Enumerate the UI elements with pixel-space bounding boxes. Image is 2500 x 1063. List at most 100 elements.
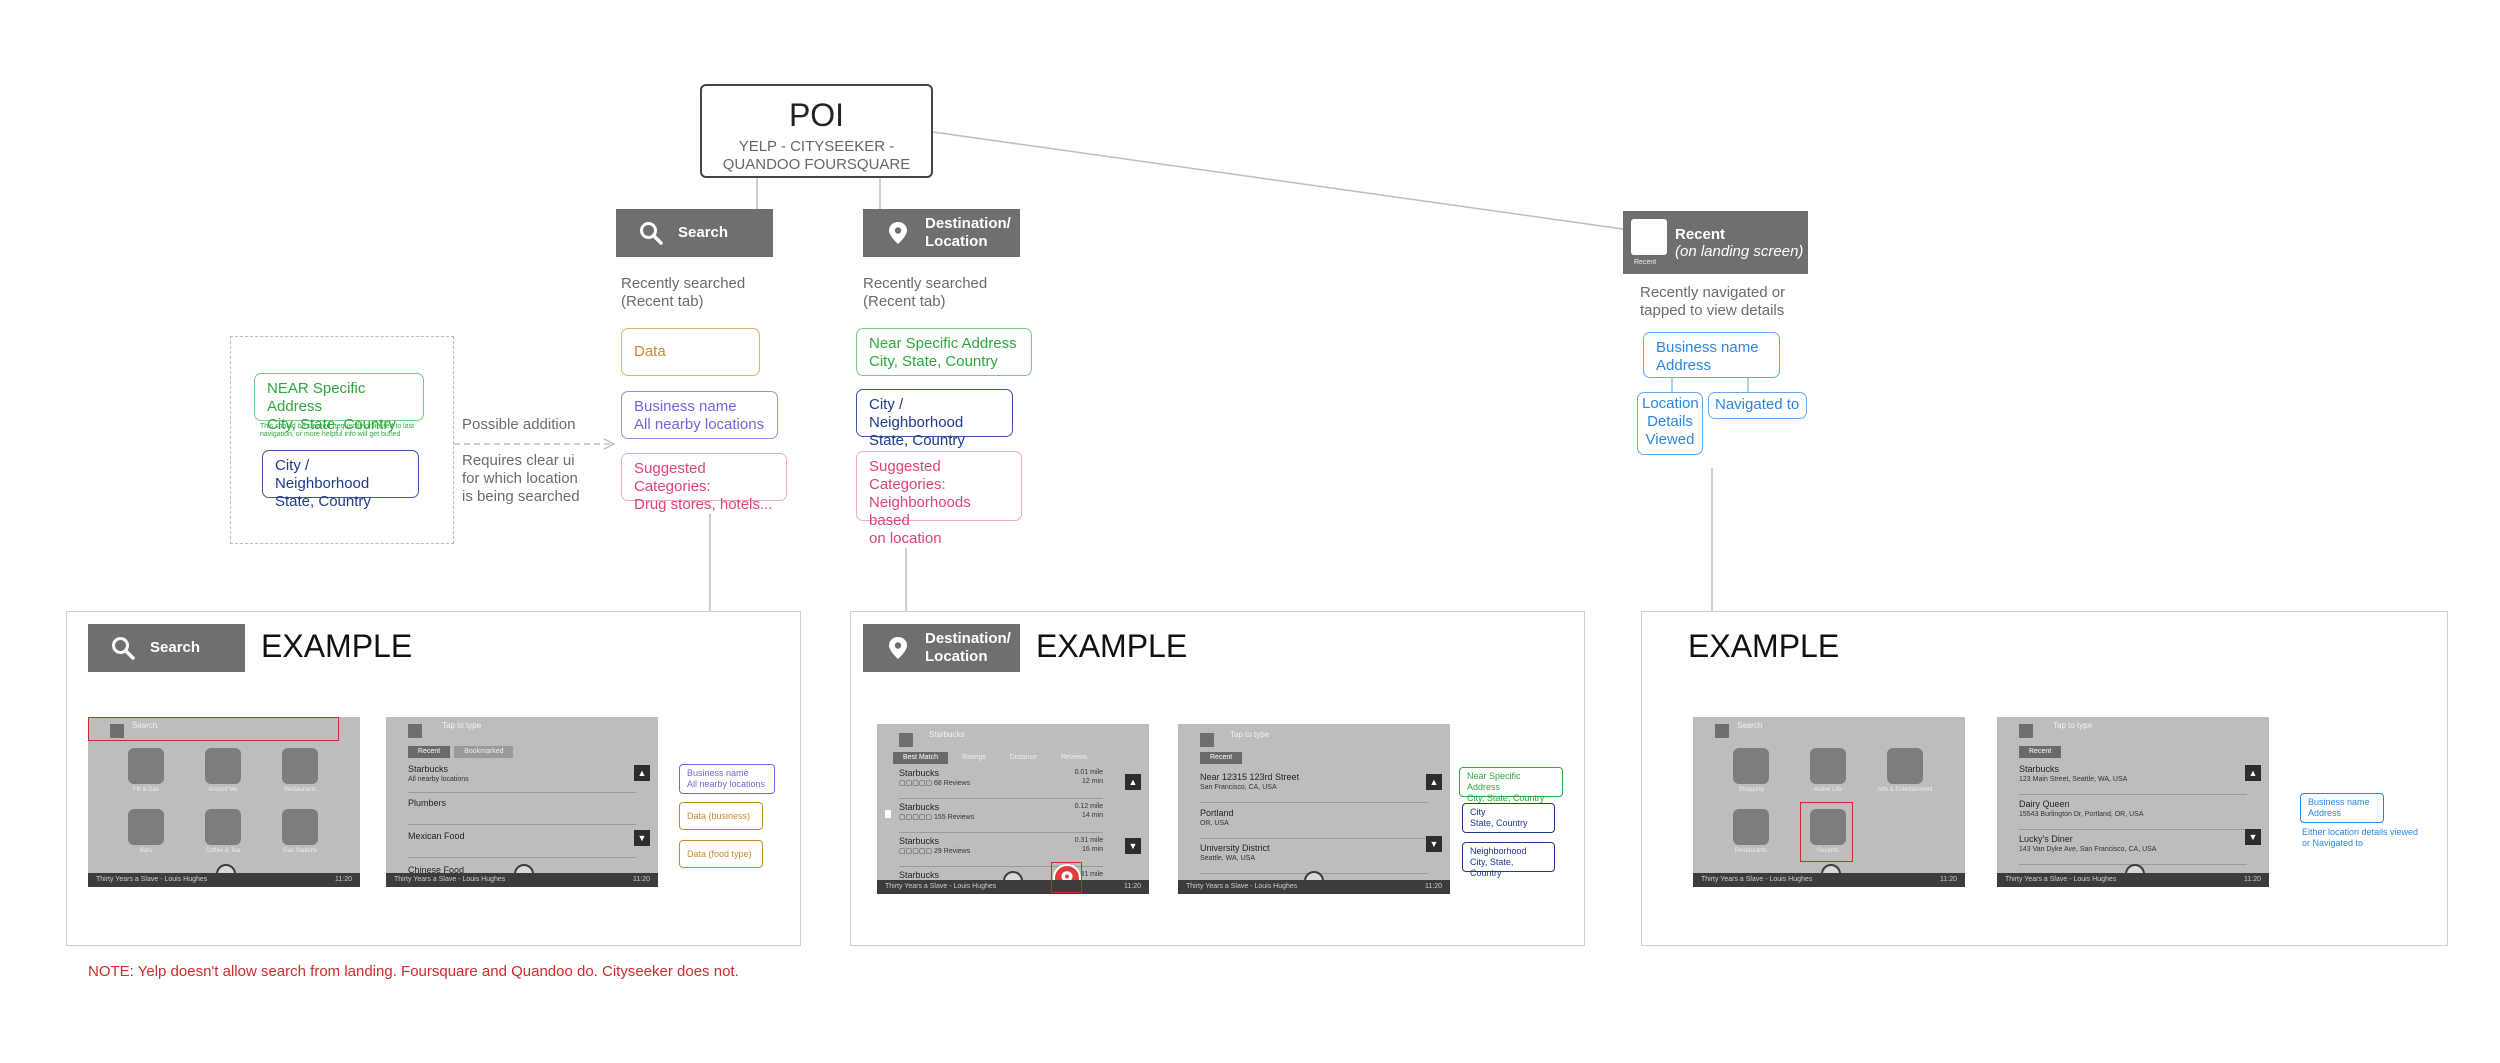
tab-recent[interactable]: Recent (2019, 746, 2062, 758)
tab-ratings[interactable]: Ratings (962, 754, 986, 761)
list-item[interactable]: Dairy Queen 15543 Burlington Dr, Portlan… (2019, 799, 2247, 830)
search-highlight-box (88, 717, 339, 741)
list-item[interactable]: Near 12315 123rd Street San Francisco, C… (1200, 772, 1428, 803)
menu-square-icon[interactable] (1200, 733, 1214, 747)
list-item-title: Mexican Food (408, 831, 465, 841)
list-item-title: Lucky's Diner (2019, 834, 2073, 844)
list-item-sub: 155 Reviews (934, 814, 975, 821)
recent-note: Recently navigated or tapped to view det… (1640, 284, 1786, 319)
search-tag-data: Data (621, 328, 760, 376)
screen-tap-to-type[interactable]: Tap to type (1230, 730, 1270, 739)
scroll-up-icon[interactable]: ▲ (1125, 774, 1141, 790)
screen-search-query[interactable]: Starbucks (929, 730, 965, 739)
tab-distance[interactable]: Distance (1009, 754, 1037, 761)
menu-square-icon[interactable] (110, 724, 124, 738)
scroll-down-icon[interactable]: ▼ (1426, 836, 1442, 852)
grid-icon[interactable] (282, 809, 318, 845)
scroll-up-icon[interactable]: ▲ (1426, 774, 1442, 790)
screen-search-recent: Tap to type Recent Bookmarked Starbucks … (386, 717, 658, 887)
list-item[interactable]: University District Seattle, WA, USA (1200, 843, 1428, 874)
addition-tag-near-address: NEAR Specific Address City, State, Count… (254, 373, 424, 433)
menu-square-icon[interactable] (1715, 724, 1729, 738)
footer-song: Thirty Years a Slave - Louis Hughes (2005, 876, 2117, 883)
recent-icon-caption: Recent (1634, 258, 1657, 266)
search-header[interactable]: Search (616, 209, 773, 257)
grid-icon[interactable] (282, 748, 318, 784)
list-item[interactable]: Starbucks ▢▢▢▢▢ 155 Reviews 0.12 mile 14… (899, 802, 1103, 833)
menu-square-icon[interactable] (899, 733, 913, 747)
destination-tag-categories: Suggested Categories: Neighborhoods base… (856, 451, 1022, 547)
example-search-header[interactable]: Search (88, 624, 245, 672)
search-icon (640, 222, 663, 245)
tab-recent[interactable]: Recent (408, 746, 451, 758)
grid-icon[interactable] (128, 748, 164, 784)
destination-tag-city: City / Neighborhood State, Country (856, 389, 1013, 449)
grid-icon-recents[interactable] (1810, 809, 1846, 845)
tab-bookmarked[interactable]: Bookmarked (454, 746, 514, 758)
grid-icon[interactable] (205, 809, 241, 845)
grid-label: Active Life (1814, 787, 1842, 793)
scroll-up-icon[interactable]: ▲ (634, 765, 650, 781)
grid-icon[interactable] (1733, 809, 1769, 845)
screen-search-placeholder[interactable]: Search (1737, 721, 1763, 730)
grid-label: Coffee & Tea (205, 848, 241, 854)
destination-header[interactable]: Destination/ Location (863, 209, 1020, 257)
addition-tag-city: City / Neighborhood State, Country (262, 450, 419, 510)
tab-best-match[interactable]: Best Match (893, 752, 949, 764)
poi-title: POI (788, 97, 845, 133)
list-item-sub: 68 Reviews (934, 780, 971, 787)
screen-topbar: Tap to type (1997, 717, 2269, 743)
grid-label: Restaurants (1734, 848, 1768, 854)
recent-header[interactable]: Recent Recent (on landing screen) (1623, 211, 1808, 274)
grid-label: Recents (1816, 848, 1839, 854)
screen-tap-to-type[interactable]: Tap to type (442, 721, 482, 730)
list-item[interactable]: Starbucks 123 Main Street, Seattle, WA, … (2019, 764, 2247, 795)
scroll-up-icon[interactable]: ▲ (2245, 765, 2261, 781)
list-item-title: Plumbers (408, 798, 447, 808)
list-item[interactable]: Mexican Food (408, 831, 636, 858)
grid-label: Arts & Entertainment (1877, 787, 1933, 793)
screen-recent-list: Tap to type Recent Starbucks 123 Main St… (1997, 717, 2269, 887)
list-item[interactable]: Lucky's Diner 143 Van Dyke Ave, San Fran… (2019, 834, 2247, 865)
footnote: NOTE: Yelp doesn't allow search from lan… (88, 963, 739, 980)
list-item-sub: 143 Van Dyke Ave, San Francisco, CA, USA (2019, 846, 2157, 853)
tab-recent[interactable]: Recent (1200, 752, 1243, 764)
list-item[interactable]: Chinese Food (408, 865, 636, 885)
list-item-sub: 29 Reviews (934, 848, 971, 855)
grid-icon[interactable] (205, 748, 241, 784)
poi-box: POI YELP - CITYSEEKER - QUANDOO FOURSQUA… (700, 84, 933, 178)
search-recent-note: Recently searched (Recent tab) (621, 275, 746, 310)
rating-stars-icon: ▢▢▢▢▢ (899, 848, 933, 855)
list-item-title: Starbucks (408, 764, 449, 774)
grid-label: Shopping (1738, 787, 1764, 793)
example-destination-header[interactable]: Destination/ Location (863, 624, 1020, 672)
poi-subtitle: YELP - CITYSEEKER - QUANDOO FOURSQUARE (722, 138, 911, 173)
screen-tabs: Recent Bookmarked (408, 746, 517, 758)
grid-icon[interactable] (1887, 748, 1923, 784)
grid-icon[interactable] (1733, 748, 1769, 784)
tab-reviews[interactable]: Reviews (1060, 754, 1088, 761)
screen-search-placeholder[interactable]: Search (132, 721, 158, 730)
destination-tag-near-address: Near Specific Address City, State, Count… (856, 328, 1032, 376)
grid-icon[interactable] (1810, 748, 1846, 784)
grid-icon[interactable] (128, 809, 164, 845)
list-item[interactable]: Starbucks ▢▢▢▢▢ 29 Reviews 0.31 mile 16 … (899, 836, 1103, 867)
list-item[interactable]: Plumbers (408, 798, 636, 825)
list-item-meta: 0.31 mile (1074, 871, 1103, 878)
menu-square-icon[interactable] (2019, 724, 2033, 738)
scroll-down-icon[interactable]: ▼ (2245, 829, 2261, 845)
scroll-down-icon[interactable]: ▼ (634, 830, 650, 846)
list-item-sub: OR, USA (1200, 820, 1229, 827)
destination-recent-note: Recently searched (Recent tab) (863, 275, 988, 310)
list-item[interactable]: Starbucks 0.31 mile (899, 870, 1103, 882)
menu-square-icon[interactable] (408, 724, 422, 738)
list-item[interactable]: Starbucks ▢▢▢▢▢ 68 Reviews 0.01 mile 12 … (899, 768, 1103, 799)
list-item[interactable]: Starbucks All nearby locations (408, 764, 636, 793)
grid-label: Gas Stations (282, 848, 318, 854)
list-item-sub: 123 Main Street, Seattle, WA, USA (2019, 776, 2128, 783)
list-item[interactable]: Portland OR, USA (1200, 808, 1428, 839)
screen-tap-to-type[interactable]: Tap to type (2053, 721, 2093, 730)
scroll-down-icon[interactable]: ▼ (1125, 838, 1141, 854)
